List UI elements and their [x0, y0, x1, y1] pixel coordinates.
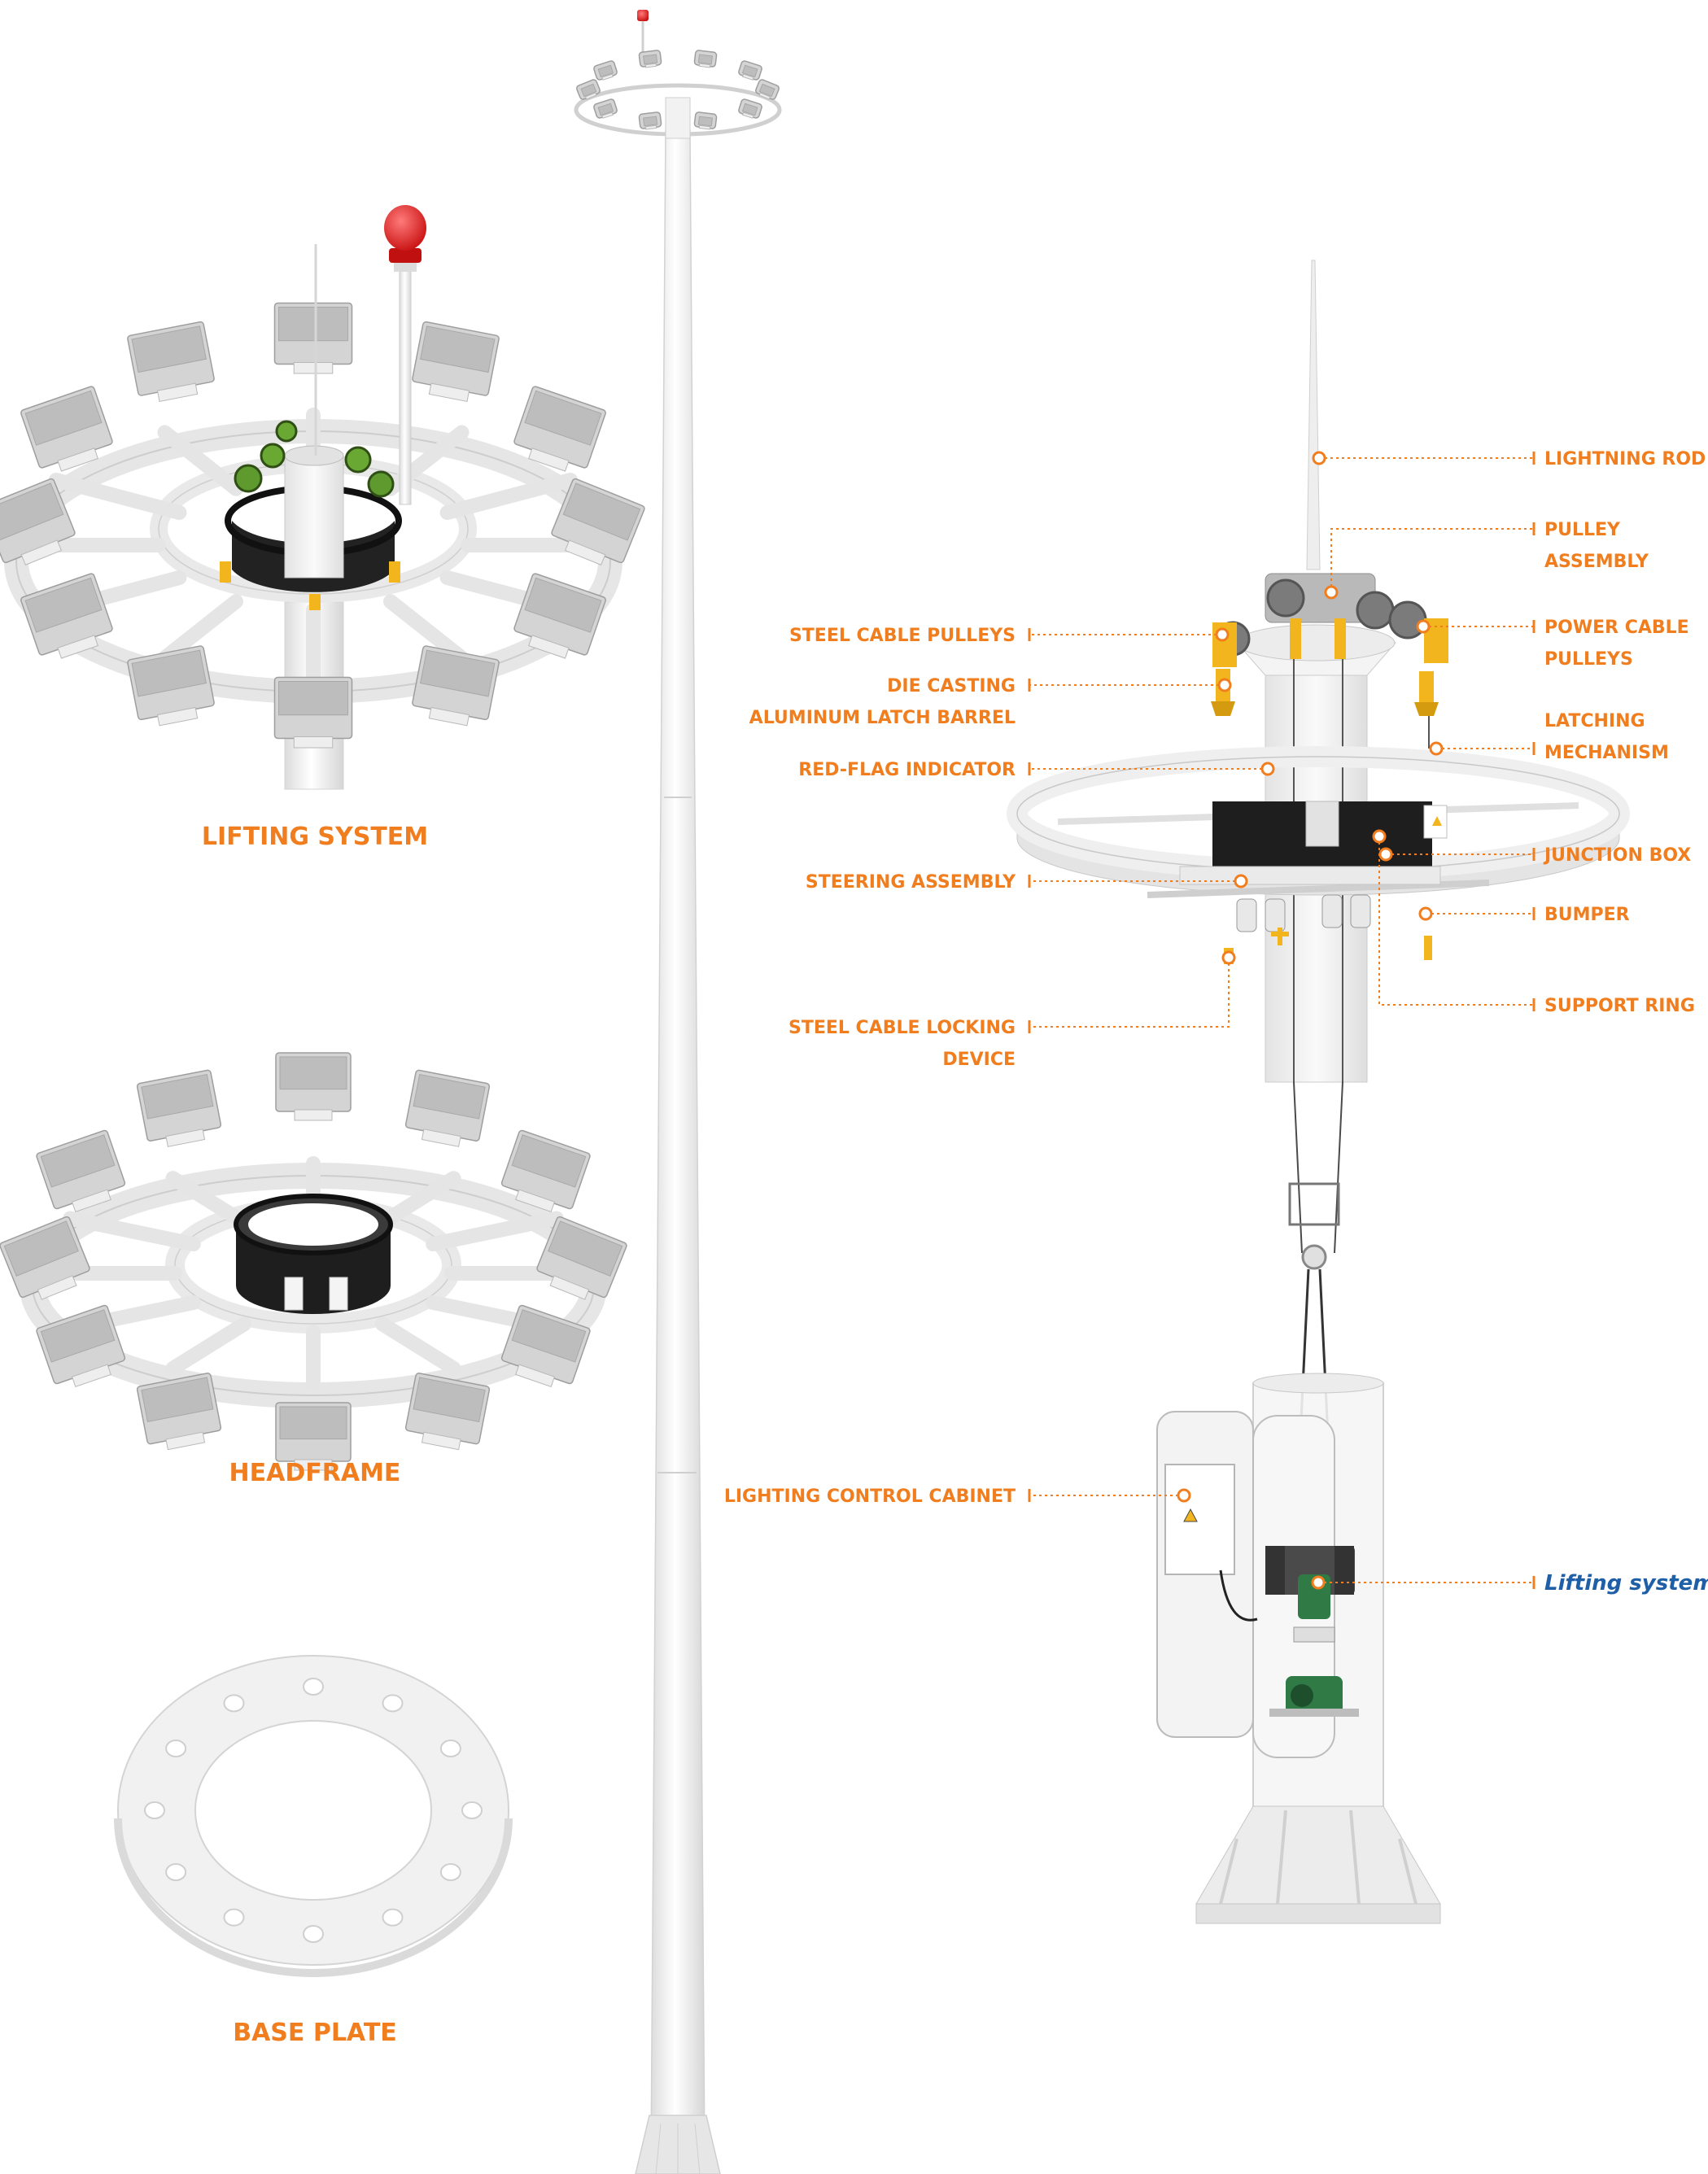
lifting-system-illustration — [0, 205, 645, 790]
floodlight — [738, 60, 762, 81]
floodlight — [404, 1373, 491, 1451]
bolt-hole — [223, 1694, 245, 1713]
bolt-hole — [382, 1694, 404, 1713]
floodlight — [551, 478, 645, 565]
floodlight — [638, 50, 662, 68]
floodlight — [738, 98, 762, 119]
frame-arm — [48, 473, 187, 520]
floodlight — [412, 645, 500, 727]
bolt-hole — [223, 1908, 245, 1927]
frame-arm — [165, 1171, 251, 1230]
floodlight — [275, 1052, 352, 1121]
callout-dots — [1177, 451, 1444, 1590]
frame-arm — [63, 1211, 201, 1251]
bolt-hole — [439, 1740, 461, 1757]
bolt-hole — [303, 1678, 324, 1696]
floodlight — [412, 321, 500, 403]
label-die-casting-line2: ALUMINUM LATCH BARREL — [749, 708, 1016, 728]
bolt-hole — [382, 1908, 404, 1927]
floodlight — [593, 98, 618, 119]
section-title-base-plate: BASE PLATE — [233, 2019, 397, 2047]
bolt-hole — [439, 1863, 461, 1881]
label-bumper: BUMPER — [1544, 905, 1630, 925]
bolt-hole — [303, 1925, 324, 1943]
frame-arm — [426, 1211, 564, 1251]
floodlight — [638, 111, 662, 130]
label-support-ring: SUPPORT RING — [1544, 996, 1695, 1016]
bolt-hole — [461, 1801, 483, 1819]
floodlight — [20, 573, 113, 659]
central-pole — [635, 129, 721, 2174]
winch-motor — [1265, 1546, 1359, 1717]
floodlight — [0, 1216, 90, 1300]
label-power-cable-pulleys-line2: PULLEYS — [1544, 649, 1633, 670]
floodlight — [404, 1069, 491, 1147]
floodlight — [127, 645, 215, 727]
floodlight — [0, 478, 76, 565]
label-latching-mechanism-line2: MECHANISM — [1544, 743, 1669, 763]
floodlight — [755, 79, 780, 100]
headframe-floodlights — [0, 1052, 627, 1471]
lighting-control-cabinet — [1156, 1411, 1258, 1738]
frame-arm — [375, 1171, 461, 1230]
label-latching-mechanism-line1: LATCHING — [1544, 711, 1645, 731]
floodlight — [127, 321, 215, 403]
floodlight — [36, 1129, 126, 1213]
green-pulleys — [234, 420, 395, 498]
pulley-assembly — [1212, 573, 1448, 667]
frame-arm — [157, 425, 243, 496]
label-die-casting-line1: DIE CASTING — [887, 676, 1016, 696]
frame-arm — [165, 1316, 251, 1376]
base-plate-illustration — [114, 1655, 513, 1977]
callout-leaders — [1029, 457, 1534, 1583]
floodlight — [273, 676, 353, 749]
right-assembly-illustration — [1007, 260, 1630, 1924]
bolt-hole — [165, 1740, 187, 1757]
floodlight — [513, 573, 606, 659]
latch-barrels — [1211, 669, 1439, 716]
floodlight — [693, 111, 718, 130]
floodlight — [20, 386, 113, 472]
floodlight — [36, 1304, 126, 1388]
floodlight — [273, 302, 353, 374]
bumper-wheels — [1236, 894, 1371, 945]
section-title-headframe: HEADFRAME — [229, 1459, 401, 1487]
pole-top-headframe — [574, 10, 782, 139]
label-power-cable-pulleys-line1: POWER CABLE — [1544, 618, 1689, 638]
callout-end-ticks — [1028, 452, 1535, 1589]
pole-top-floodlights — [576, 50, 780, 130]
label-junction-box: JUNCTION BOX — [1543, 845, 1691, 866]
frame-arm — [375, 1316, 461, 1376]
floodlight — [536, 1216, 627, 1300]
label-lightning-rod: LIGHTNING ROD — [1544, 449, 1706, 469]
label-pulley-assembly-line1: PULLEY — [1544, 520, 1621, 540]
floodlight — [513, 386, 606, 472]
lifting-system-floodlights — [0, 302, 645, 749]
floodlight — [593, 60, 618, 81]
floodlight — [275, 1402, 352, 1471]
headframe-illustration — [0, 1052, 627, 1471]
label-steering-assembly: STEERING ASSEMBLY — [806, 872, 1016, 893]
label-pulley-assembly-line2: ASSEMBLY — [1544, 552, 1649, 572]
floodlight — [693, 50, 718, 68]
frame-arm — [383, 594, 470, 666]
floodlight — [500, 1304, 591, 1388]
label-steel-cable-locking-line1: STEEL CABLE LOCKING — [788, 1018, 1016, 1038]
label-steel-cable-locking-line2: DEVICE — [942, 1050, 1016, 1070]
label-steel-cable-pulleys: STEEL CABLE PULLEYS — [789, 626, 1016, 646]
label-lighting-control-cabinet: LIGHTING CONTROL CABINET — [724, 1486, 1016, 1507]
floodlight — [500, 1129, 591, 1213]
bolt-hole — [165, 1863, 187, 1881]
floodlight — [136, 1373, 222, 1451]
floodlight — [576, 79, 601, 100]
label-lifting-system-motor: Lifting system — [1544, 1571, 1708, 1596]
floodlight — [136, 1069, 222, 1147]
frame-arm — [439, 473, 579, 520]
base-plate-bolt-holes — [144, 1678, 483, 1943]
label-red-flag-indicator: RED-FLAG INDICATOR — [798, 760, 1016, 780]
section-title-lifting-system: LIFTING SYSTEM — [202, 823, 428, 851]
bolt-hole — [144, 1801, 165, 1819]
frame-arm — [157, 594, 243, 666]
